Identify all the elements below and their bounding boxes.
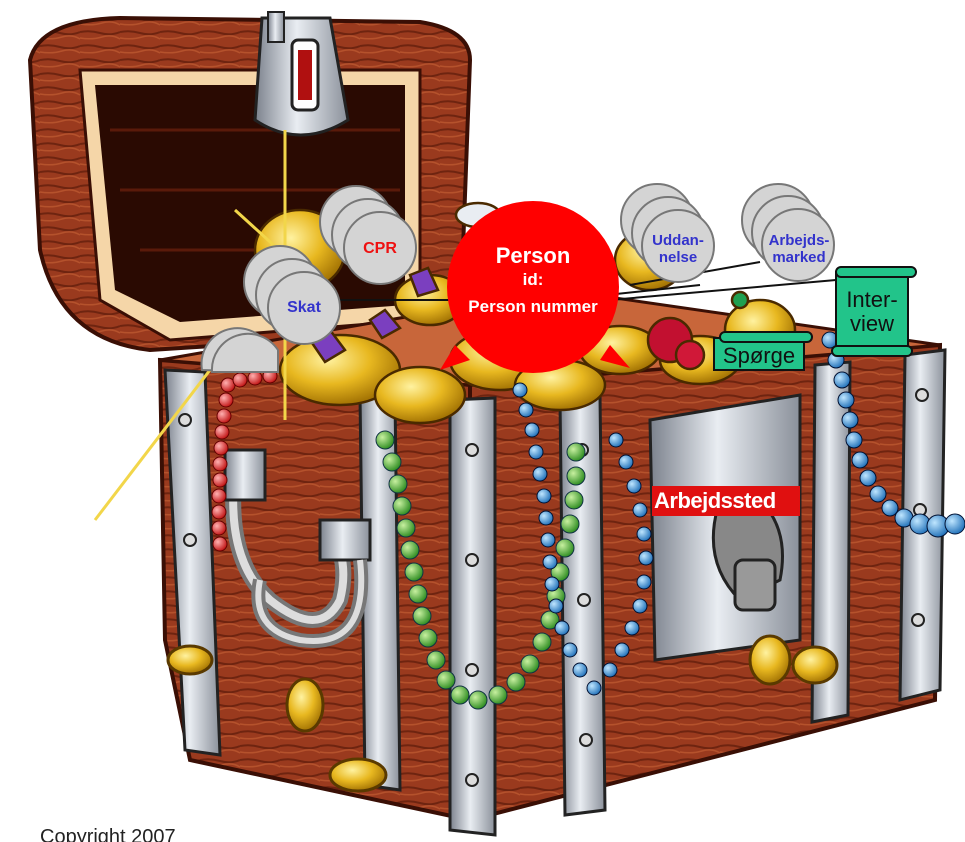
necklace-green (375, 430, 586, 710)
disc-stack-partial (200, 327, 279, 374)
scroll-sporge-label: Spørge (722, 344, 796, 368)
necklace-red (211, 368, 278, 552)
register-cpr-label: CPR (363, 240, 397, 257)
scroll-sporge (713, 331, 813, 371)
disc-stack-arbejdsmarked (741, 183, 835, 282)
disc-stack-skat (243, 245, 341, 345)
person-id-label: id: (522, 270, 544, 289)
person-title: Person (495, 243, 571, 268)
person-node (440, 201, 630, 373)
scroll-interview (831, 266, 917, 357)
disc-stack-cpr (319, 185, 417, 285)
necklace-blue (512, 331, 965, 696)
copyright-footer: Copyright 2007 (40, 826, 176, 842)
disc-stack-uddannelse (620, 183, 715, 283)
register-arbejdsmarked-label: Arbejds- marked (768, 232, 830, 267)
register-skat-label: Skat (287, 299, 321, 316)
chest-sign-label: Arbejdssted (654, 488, 776, 513)
person-key-label: Person nummer (468, 297, 598, 316)
chest-sign-bg (652, 486, 800, 516)
connector-lines (300, 261, 837, 301)
scroll-interview-label: Inter- view (846, 287, 898, 337)
register-uddannelse-label: Uddan- nelse (652, 232, 704, 267)
floor-coins (166, 634, 839, 793)
